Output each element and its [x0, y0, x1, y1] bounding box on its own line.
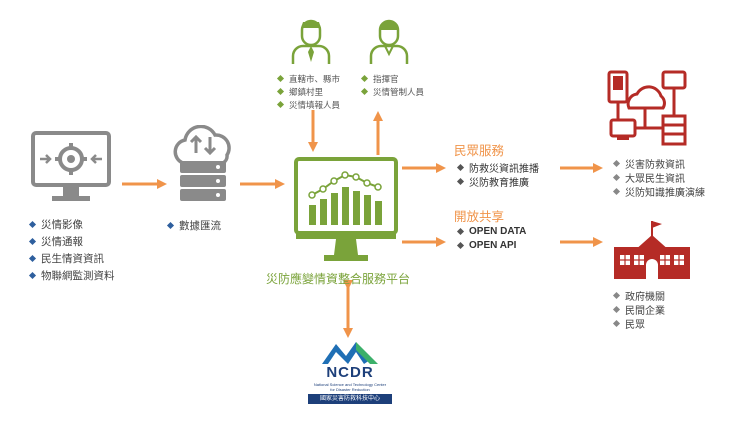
source-list: 災情影像 災情通報 民生情資資訊 物聯網監測資料 [28, 216, 115, 284]
list-item: 災情管制人員 [360, 85, 424, 98]
organizations-list: 政府機關 民間企業 民眾 [612, 288, 665, 331]
list-item: 民生情資資訊 [28, 250, 115, 267]
list-item: 災防教育推廣 [456, 174, 539, 189]
disaster-info-list: 災害防救資訊 大眾民生資訊 災防知識推廣演練 [612, 156, 705, 199]
logo-english-line1: National Science and Technology Center [313, 382, 387, 387]
logo-chinese: 國家災害防救科技中心 [308, 394, 392, 404]
logo-acronym: NCDR [326, 364, 374, 381]
list-item: 物聯網監測資料 [28, 267, 115, 284]
monitor-gear-icon [31, 131, 111, 201]
etl-list: 數據匯流 [166, 218, 221, 233]
list-item: 大眾民生資訊 [612, 170, 705, 185]
list-item: 民間企業 [612, 302, 665, 317]
list-item: 政府機關 [612, 288, 665, 303]
list-item: 災防知識推廣演練 [612, 184, 705, 199]
list-item: OPEN API [456, 238, 526, 252]
commander-list: 指揮官 災情管制人員 [360, 72, 424, 98]
cloud-server-icon [173, 125, 231, 201]
list-item: 數據匯流 [166, 218, 221, 233]
list-item: 直轄市、縣市 [276, 72, 340, 85]
dashboard-monitor-icon [294, 157, 398, 261]
services-list: 防救災資訊推播 災防教育推廣 [456, 160, 539, 189]
logo-english-line2: for Disaster Reduction [330, 387, 370, 392]
list-item: 災情通報 [28, 233, 115, 250]
commander-icon [369, 19, 409, 64]
ncdr-logo: NCDR National Science and Technology Cen… [304, 340, 396, 412]
ncdr-mountain-icon [322, 342, 378, 364]
open-list: OPEN DATA OPEN API [456, 224, 526, 252]
list-item: 指揮官 [360, 72, 424, 85]
list-item: 災害防救資訊 [612, 156, 705, 171]
platform-title: 災防應變情資整合服務平台 [265, 272, 410, 286]
officer-icon [291, 19, 331, 64]
network-devices-icon [607, 70, 687, 146]
field-user-list: 直轄市、縣市 鄉鎮村里 災情填報人員 [276, 72, 340, 111]
open-title: 開放共享 [454, 209, 505, 224]
list-item: 民眾 [612, 316, 665, 331]
list-item: 災情影像 [28, 216, 115, 233]
list-item: OPEN DATA [456, 224, 526, 238]
services-title: 民眾服務 [454, 143, 505, 158]
list-item: 災情填報人員 [276, 98, 340, 111]
school-building-icon [614, 221, 690, 279]
list-item: 鄉鎮村里 [276, 85, 340, 98]
list-item: 防救災資訊推播 [456, 160, 539, 175]
